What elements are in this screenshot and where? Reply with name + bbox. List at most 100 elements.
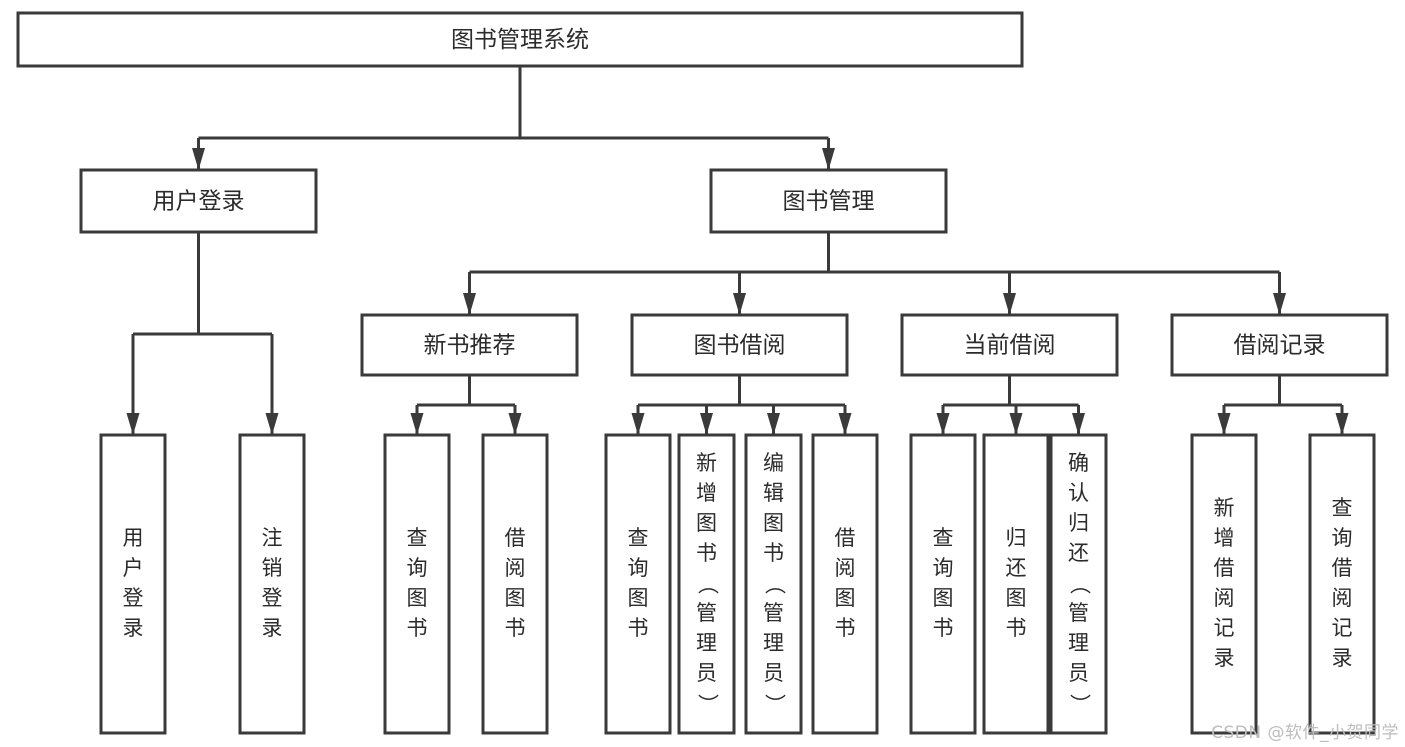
arrow-head-icon — [508, 413, 522, 435]
node-label-char: 管 — [696, 601, 717, 625]
arrow-head-icon — [1335, 413, 1349, 435]
node-root[interactable]: 图书管理系统 — [16, 11, 1024, 68]
node-label-char: 查 — [1332, 496, 1353, 520]
node-label-char: 图 — [1006, 586, 1027, 610]
node-label-char: 书 — [407, 616, 428, 640]
node-label-char: 询 — [407, 556, 428, 580]
node-label-char: 书 — [1006, 616, 1027, 640]
node-box — [481, 433, 549, 735]
node-label-char: 理 — [1068, 631, 1089, 655]
node-label-char: 新 — [1214, 496, 1235, 520]
node-label-char: 理 — [696, 631, 717, 655]
node-box — [1049, 433, 1108, 735]
node-label-char: ） — [696, 694, 720, 715]
arrow-head-icon — [1273, 293, 1286, 315]
node-box — [383, 433, 451, 735]
node-label-char: 登 — [262, 586, 283, 610]
node-borrow-record[interactable]: 借阅记录 — [1170, 313, 1389, 377]
node-label-char: 记 — [1214, 616, 1235, 640]
node-label: 借阅记录 — [1234, 333, 1326, 359]
connector-layer — [126, 66, 1349, 435]
node-label-char: 图 — [407, 586, 428, 610]
node-label-char: 增 — [1214, 526, 1235, 550]
node-box — [709, 168, 948, 234]
arrow-head-icon — [700, 413, 713, 435]
node-label-char: 查 — [628, 526, 649, 550]
node-label-char: 录 — [1332, 646, 1353, 670]
node-label-char: 书 — [505, 616, 526, 640]
node-label-char: （ — [1068, 574, 1092, 595]
node-label: 当前借阅 — [964, 333, 1056, 359]
node-label-char: 图 — [835, 586, 856, 610]
node-label-char: 书 — [628, 616, 649, 640]
node-box — [604, 433, 672, 735]
node-label-char: 增 — [696, 481, 717, 505]
node-label-char: 理 — [763, 631, 784, 655]
node-label-char: 管 — [1068, 601, 1089, 625]
node-label-char: 图 — [628, 586, 649, 610]
node-label: 图书管理系统 — [451, 27, 589, 53]
node-box — [99, 433, 167, 735]
node-label-char: 询 — [933, 556, 954, 580]
node-label-char: 阅 — [1214, 586, 1235, 610]
node-box — [238, 433, 306, 735]
node-label-char: 管 — [763, 601, 784, 625]
node-label-char: 录 — [123, 616, 144, 640]
node-label-char: 归 — [1068, 511, 1089, 535]
node-box — [900, 313, 1119, 377]
node-label-char: ） — [1068, 694, 1092, 715]
node-new-book-rec[interactable]: 新书推荐 — [360, 313, 579, 377]
node-label-char: 书 — [933, 616, 954, 640]
node-label-char: 记 — [1332, 616, 1353, 640]
node-label: 用户登录 — [153, 189, 245, 215]
node-label-char: 辑 — [763, 481, 784, 505]
node-book-mgmt[interactable]: 图书管理 — [709, 168, 948, 234]
node-box — [982, 433, 1050, 735]
arrow-head-icon — [1003, 293, 1016, 315]
node-label-char: 编 — [763, 451, 784, 475]
node-book-borrow[interactable]: 图书借阅 — [630, 313, 849, 377]
node-l3-user-login[interactable]: 用户登录 — [99, 433, 167, 735]
arrow-head-icon — [1072, 413, 1085, 435]
node-label-char: 阅 — [835, 556, 856, 580]
node-label-char: 注 — [262, 526, 283, 550]
arrow-head-icon — [265, 413, 279, 435]
node-label-char: 员 — [763, 661, 784, 685]
node-label-char: 还 — [1006, 556, 1027, 580]
node-box — [811, 433, 879, 735]
node-current-borrow[interactable]: 当前借阅 — [900, 313, 1119, 377]
node-box — [360, 313, 579, 377]
node-label-char: 确 — [1068, 451, 1089, 475]
node-label-char: 新 — [696, 451, 717, 475]
arrow-head-icon — [733, 293, 746, 315]
arrow-head-icon — [936, 413, 950, 435]
arrow-head-icon — [410, 413, 424, 435]
node-label-char: 借 — [835, 526, 856, 550]
node-label-char: 询 — [628, 556, 649, 580]
csdn-watermark: CSDN @软件_小贺同学 — [1211, 723, 1399, 743]
arrow-head-icon — [767, 413, 780, 435]
node-label-char: 书 — [835, 616, 856, 640]
node-label-char: 员 — [1068, 661, 1089, 685]
node-user-login[interactable]: 用户登录 — [79, 168, 318, 234]
node-label-char: 询 — [1332, 526, 1353, 550]
node-label-char: 图 — [696, 511, 717, 535]
node-label-char: 销 — [262, 556, 283, 580]
node-label-char: （ — [763, 574, 787, 595]
node-label-char: 书 — [696, 541, 717, 565]
node-layer: 图书管理系统用户登录图书管理新书推荐图书借阅当前借阅借阅记录用户登录注销登录查询… — [16, 11, 1389, 735]
node-box — [677, 433, 736, 735]
node-box — [79, 168, 318, 234]
